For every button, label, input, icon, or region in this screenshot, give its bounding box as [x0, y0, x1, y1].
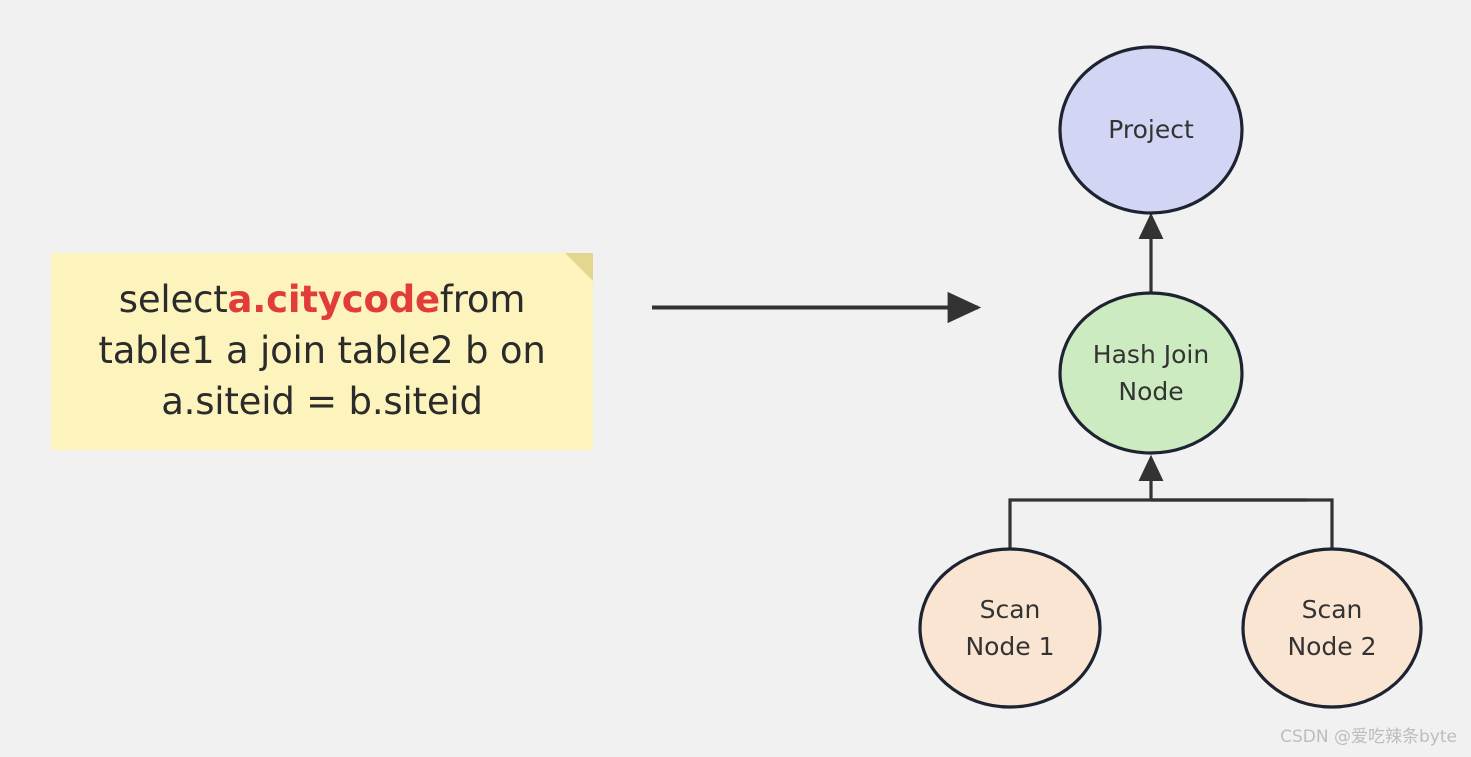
project-node-label: Project — [1108, 115, 1194, 144]
scan-node-2-shape[interactable] — [1241, 547, 1423, 709]
sql-text-after: from table1 a join table2 b on a.siteid … — [98, 278, 546, 423]
query-plan-tree: Project Hash Join Node Scan Node 1 Scan … — [918, 45, 1423, 709]
edge-scan2-to-hashjoin — [1151, 498, 1334, 548]
edge-scan1-to-hashjoin — [1008, 498, 1307, 548]
plan-node-scan-2[interactable]: Scan Node 2 — [1241, 547, 1423, 709]
csdn-watermark: CSDN @爱吃辣条byte — [1280, 727, 1457, 747]
hash-join-node-label-line2: Node — [1118, 377, 1183, 406]
sql-sticky-note: selecta.citycodefrom table1 a join table… — [51, 253, 593, 450]
sql-query-text: selecta.citycodefrom table1 a join table… — [51, 275, 593, 427]
project-node-shape[interactable] — [1058, 45, 1244, 215]
plan-node-hash-join[interactable]: Hash Join Node — [1058, 291, 1244, 455]
plan-node-project[interactable]: Project — [1058, 45, 1244, 215]
hash-join-node-shape[interactable] — [1058, 291, 1244, 455]
scan-node-2-label-line2: Node 2 — [1287, 632, 1376, 661]
plan-node-scan-1[interactable]: Scan Node 1 — [918, 547, 1102, 709]
sql-text-before: select — [118, 278, 228, 322]
scan-node-1-label-line1: Scan — [980, 595, 1041, 624]
hash-join-node-label-line1: Hash Join — [1093, 340, 1209, 369]
transform-flow-arrow-icon — [652, 291, 982, 324]
sql-highlighted-column: a.citycode — [227, 278, 441, 322]
scan-node-1-shape[interactable] — [918, 547, 1102, 709]
scan-node-2-label-line1: Scan — [1302, 595, 1363, 624]
note-folded-corner-icon — [565, 253, 593, 281]
scan-node-1-label-line2: Node 1 — [965, 632, 1054, 661]
